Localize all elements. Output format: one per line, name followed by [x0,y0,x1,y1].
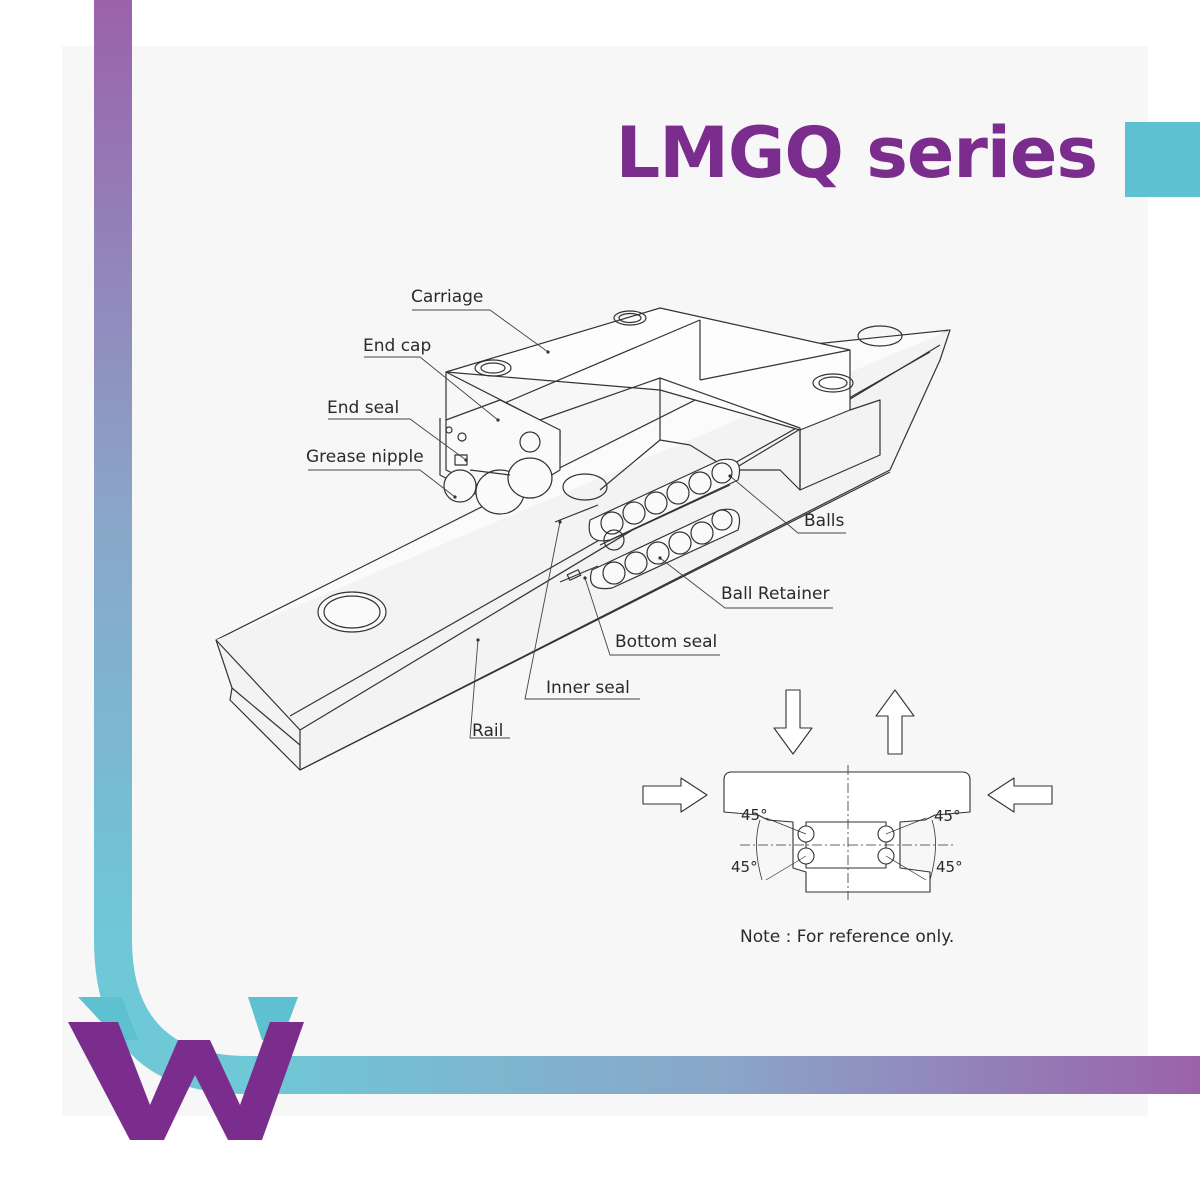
page-title: LMGQ series [615,112,1098,194]
label-ball-retainer: Ball Retainer [721,584,830,604]
label-end-seal: End seal [327,398,400,418]
reference-note: Note : For reference only. [740,927,955,947]
label-end-cap: End cap [363,336,432,356]
angle-top-right: 45° [934,807,961,825]
label-bottom-seal: Bottom seal [615,632,718,652]
end-cap-drawing [439,399,561,515]
cross-section-drawing [642,689,1053,900]
label-balls: Balls [804,511,845,531]
label-inner-seal: Inner seal [546,678,630,698]
angle-bottom-right: 45° [936,858,963,876]
angle-top-left: 45° [741,806,768,824]
label-carriage: Carriage [411,287,484,307]
angle-bottom-left: 45° [731,858,758,876]
balls-drawing [554,458,741,590]
leader-lines [308,309,846,739]
title-accent-block [1125,122,1200,197]
label-rail: Rail [472,721,504,741]
label-grease-nipple: Grease nipple [306,447,424,467]
